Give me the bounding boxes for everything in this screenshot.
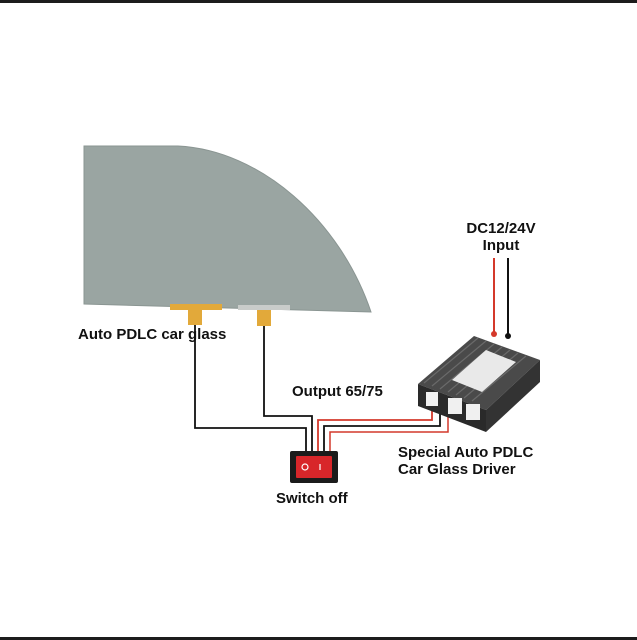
glass-bottom-strip-right	[238, 305, 290, 310]
bottom-border	[0, 637, 637, 640]
driver-label-line2: Car Glass Driver	[398, 461, 516, 478]
output-label: Output 65/75	[292, 383, 383, 400]
car-glass-panel	[83, 145, 372, 313]
input-label: DC12/24V Input	[464, 220, 538, 254]
rocker-switch	[290, 451, 338, 483]
driver-label: Special Auto PDLC Car Glass Driver	[398, 444, 533, 478]
wire-switch-red-2	[329, 412, 449, 452]
input-label-line2: Input	[482, 237, 520, 254]
top-border	[0, 0, 637, 3]
pdlc-driver	[418, 331, 540, 432]
input-label-line1: DC12/24V	[466, 220, 536, 237]
car-glass-label: Auto PDLC car glass	[78, 326, 227, 343]
glass-bottom-strip-left	[170, 304, 222, 310]
driver-label-line1: Special Auto PDLC	[398, 444, 534, 461]
wire-glass-left	[194, 325, 307, 452]
glass-connector-left	[188, 309, 202, 325]
glass-connector-right	[257, 310, 271, 326]
wire-switch-black	[323, 410, 441, 452]
wire-glass-right	[263, 326, 313, 452]
switch-label: Switch off	[276, 490, 348, 507]
wire-switch-red	[317, 408, 433, 452]
